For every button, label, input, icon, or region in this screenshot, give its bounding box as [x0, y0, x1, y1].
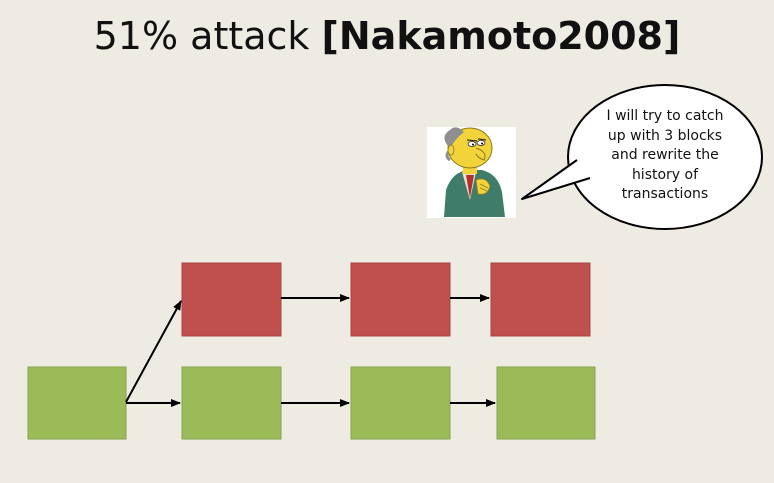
attacker-block-2 — [350, 262, 451, 337]
bubble-line-5: transactions — [621, 186, 709, 202]
bubble-line-2: up with 3 blocks — [607, 127, 723, 144]
fork-arrow — [125, 300, 182, 403]
bubble-line-1: I will try to catch — [606, 108, 724, 124]
slide-title: 51% attack [Nakamoto2008] — [0, 14, 774, 58]
honest-block-1 — [181, 366, 282, 440]
title-main: 51% attack — [93, 14, 322, 58]
mr-burns-icon — [427, 127, 516, 218]
title-citation: [Nakamoto2008] — [321, 14, 681, 58]
genesis-block — [27, 366, 127, 440]
honest-block-2 — [350, 366, 451, 440]
bubble-line-3: and rewrite the — [611, 147, 719, 163]
attacker-block-3 — [490, 262, 591, 337]
speech-bubble — [521, 84, 763, 230]
attacker-block-1 — [181, 262, 282, 337]
honest-block-3 — [496, 366, 596, 440]
bubble-line-4: history of — [631, 166, 699, 183]
speech-bubble-text: I will try to catch up with 3 blocks and… — [590, 107, 740, 205]
